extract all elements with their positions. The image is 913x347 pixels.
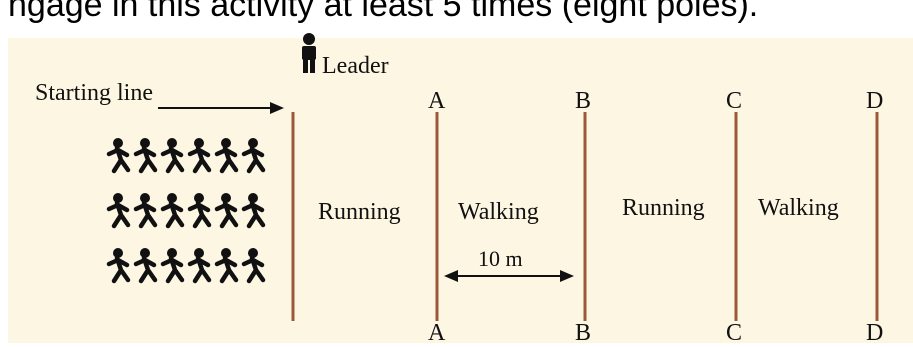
runner-icon <box>241 248 266 284</box>
activity-label-3: Running <box>622 195 705 221</box>
starting-line-label: Starting line <box>35 80 153 106</box>
lane-bottom-label-b: B <box>575 320 592 346</box>
leader-label: Leader <box>322 53 389 79</box>
distance-arrow <box>444 270 574 282</box>
activity-label-4: Walking <box>758 195 839 221</box>
runner-icon <box>133 138 158 174</box>
lane-top-label-c: C <box>726 88 743 114</box>
runner-icon <box>160 248 185 284</box>
runner-icon <box>241 193 266 229</box>
starting-line-arrow <box>158 102 284 114</box>
runner-icon <box>214 248 239 284</box>
runner-icon <box>106 248 131 284</box>
runner-group <box>106 138 266 284</box>
runner-icon <box>106 193 131 229</box>
runner-icon <box>187 193 212 229</box>
lane-top-label-d: D <box>866 88 884 114</box>
lane-top-label-a: A <box>428 88 446 114</box>
runner-icon <box>214 193 239 229</box>
lane-bottom-label-a: A <box>428 320 446 346</box>
runner-icon <box>241 138 266 174</box>
lane-bottom-label-d: D <box>866 320 884 346</box>
lane-top-label-b: B <box>575 88 592 114</box>
activity-label-1: Running <box>318 199 401 225</box>
activity-label-2: Walking <box>458 199 539 225</box>
leader-icon <box>302 33 316 73</box>
runner-icon <box>187 248 212 284</box>
runner-icon <box>160 138 185 174</box>
lane-bottom-label-c: C <box>726 320 743 346</box>
cropped-heading-text: ngage in this activity at least 5 times … <box>8 0 759 24</box>
runner-icon <box>133 248 158 284</box>
runner-icon <box>160 193 185 229</box>
runner-icon <box>187 138 212 174</box>
diagram-panel <box>8 38 913 343</box>
distance-label: 10 m <box>478 246 523 271</box>
runner-icon <box>106 138 131 174</box>
runner-icon <box>133 193 158 229</box>
runner-icon <box>214 138 239 174</box>
